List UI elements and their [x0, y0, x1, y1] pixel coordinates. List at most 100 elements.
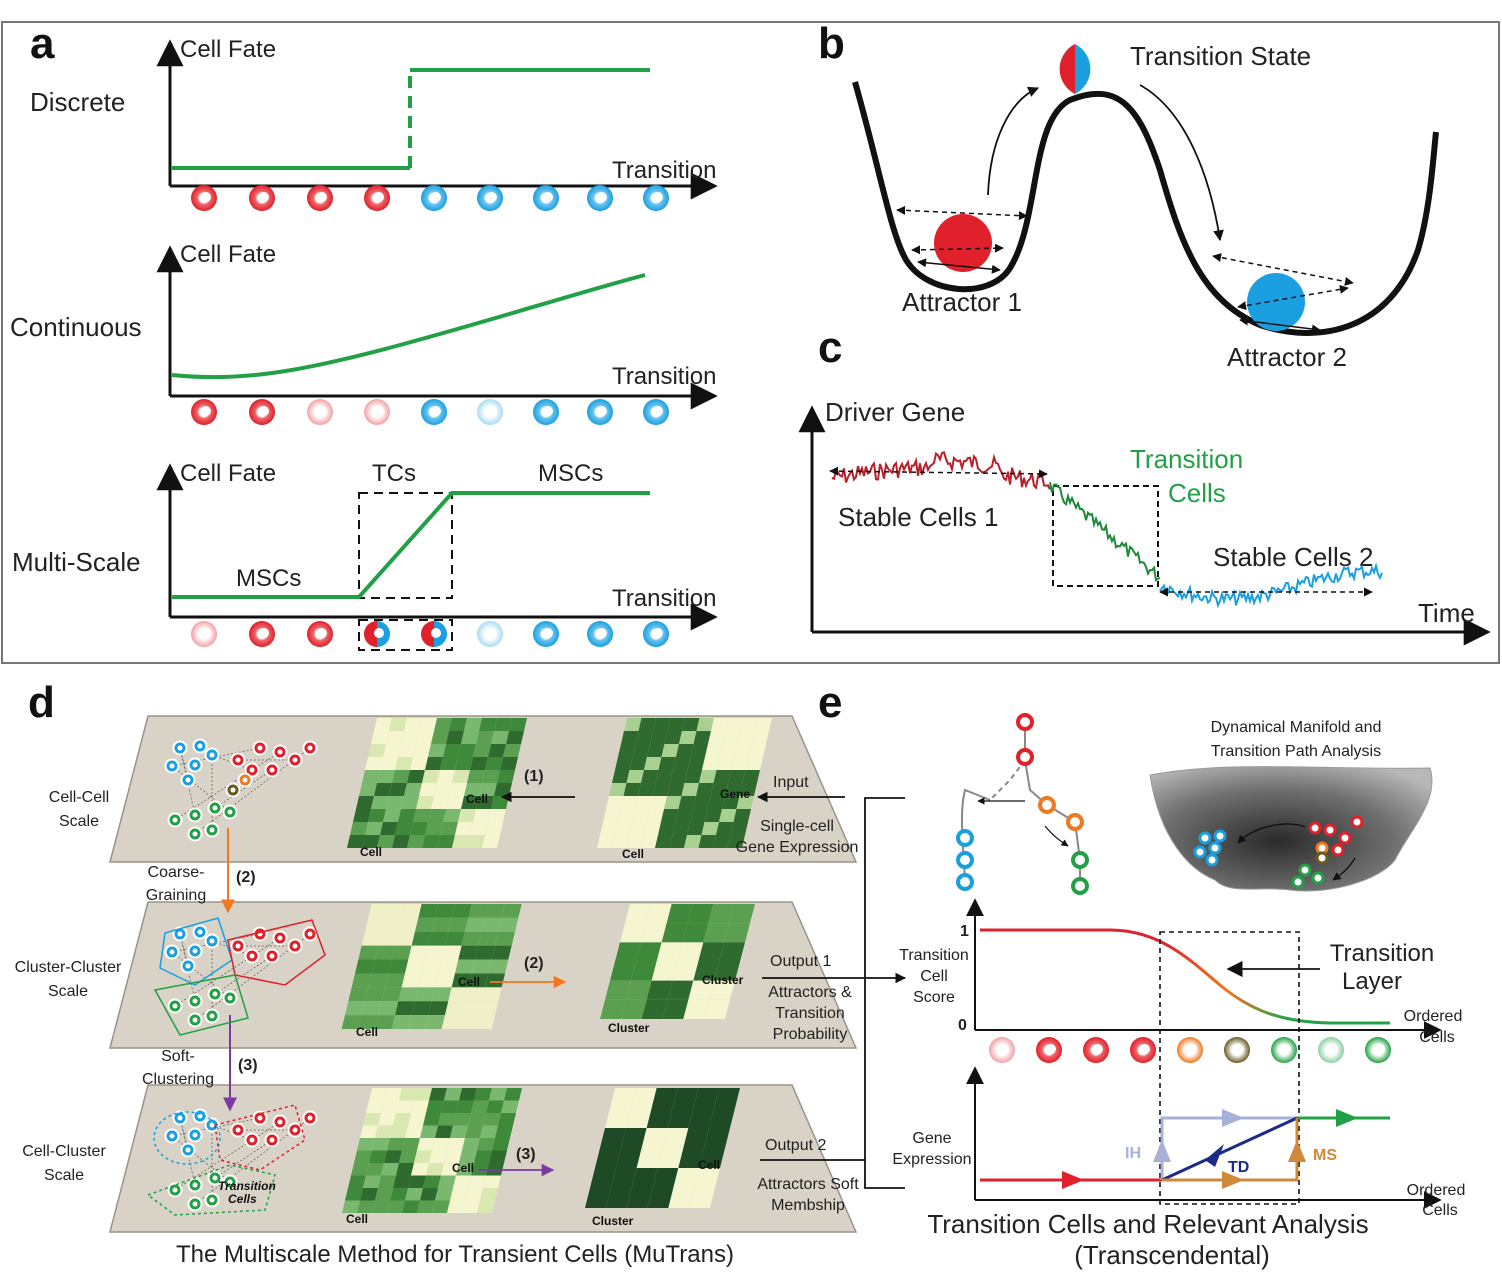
heat-label-cell: Cell [622, 847, 644, 861]
scale-label-2a: Cluster-Cluster [15, 959, 122, 976]
energy-landscape [852, 81, 1439, 336]
manifold-cell [1315, 851, 1329, 865]
coarse-label-b: Graining [146, 887, 206, 904]
soft-outline-blue [153, 1111, 221, 1165]
attractor1-label: Attractor 1 [902, 287, 1022, 317]
tree-node [1071, 877, 1089, 895]
x-label: Transition [612, 157, 716, 184]
panel-letter-d: d [28, 678, 55, 727]
manifold-surface: Dynamical Manifold and Transition Path A… [1149, 719, 1433, 892]
heatmap-gene-cell [597, 718, 772, 848]
manifold-cell [1311, 871, 1325, 885]
output2-sub-1: Attractors Soft [757, 1176, 859, 1193]
tree-node [956, 851, 974, 869]
manifold-cell [1213, 829, 1227, 843]
heat-label-cluster: Cluster [592, 1214, 634, 1228]
ordered-cells-1: Ordered [1404, 1008, 1463, 1025]
scale-label-1a: Cell-Cell [49, 789, 109, 806]
input-sub-1: Single-cell [760, 818, 834, 835]
ih-label: IH [1125, 1145, 1141, 1162]
tree-node [1038, 796, 1056, 814]
panel-b: b Transition State Attractor 1 Attractor… [818, 19, 1439, 372]
panel-e: e Dynamical Manifold and Transition Path… [818, 678, 1465, 1270]
panel-e-title-2: (Transcendental) [1074, 1240, 1270, 1270]
panel-letter-a: a [30, 19, 55, 68]
ms-label: MS [1313, 1147, 1337, 1164]
heatmap-cell-cell-3 [342, 1088, 522, 1213]
tcs-label: TCs [372, 460, 416, 487]
output2-label: Output 2 [765, 1137, 826, 1154]
soft-outline-red [214, 1104, 306, 1171]
row-title: Continuous [10, 312, 142, 342]
manifold-cell [1298, 863, 1312, 877]
transition-state-label: Transition State [1130, 41, 1311, 71]
score-label-2: Cell [920, 968, 948, 985]
heat-label-cell: Cell [356, 1025, 378, 1039]
output1-sub-3: Probability [773, 1026, 848, 1043]
panel-d: d Cell-Cell Scale Cluster-Cluster Scale … [15, 678, 907, 1268]
output2-sub-2: Membship [771, 1197, 845, 1214]
heatmap-cluster-cluster [600, 904, 755, 1019]
scale-label-2b: Scale [48, 983, 88, 1000]
cell-row [191, 185, 669, 211]
x-label-time: Time [1418, 598, 1475, 628]
cell-network [164, 738, 318, 842]
row-discrete: Cell Fate Transition Discrete [30, 36, 718, 211]
fate-curve [171, 273, 646, 380]
transition-state-ball [1059, 44, 1091, 94]
tree-node [956, 873, 974, 891]
step3-label: (3) [516, 1146, 536, 1163]
panel-letter-e: e [818, 678, 842, 727]
y-label: Cell Fate [180, 36, 276, 63]
manifold-cell [1291, 875, 1305, 889]
scale-label-1b: Scale [59, 813, 99, 830]
trace-transition [1049, 482, 1161, 583]
row-continuous: Cell Fate Transition Continuous [10, 241, 718, 425]
y-tick-0: 0 [958, 1017, 967, 1034]
output1-sub-1: Attractors & [768, 984, 852, 1001]
top-frame [1, 21, 1500, 664]
attractor2-label: Attractor 2 [1227, 342, 1347, 372]
heatmap-cell-cluster [585, 1088, 740, 1208]
manifold-cell [1193, 845, 1207, 859]
score-label-3: Score [913, 989, 955, 1006]
row-multiscale: Cell Fate Transition Multi-Scale TCs MSC… [12, 460, 718, 651]
gene-expression-chart: Gene Expression Ordered Cells IH TD MS [892, 1066, 1466, 1219]
input-sub-2: Gene Expression [736, 839, 859, 856]
scale-label-3b: Scale [44, 1167, 84, 1184]
cluster-outline-red [227, 919, 326, 986]
coarse-label-a: Coarse- [148, 864, 205, 881]
ordered-cells-1: Ordered [1407, 1182, 1466, 1199]
panel-a: a Cell Fate Transition Discrete Cell Fat… [10, 19, 718, 651]
ordered-cells-2: Cells [1419, 1029, 1455, 1046]
output1-label: Output 1 [770, 953, 831, 970]
attractor1-ball [934, 214, 992, 272]
ordered-cells-2: Cells [1422, 1202, 1458, 1219]
panel-letter-b: b [818, 19, 845, 68]
soft-label-a: Soft- [161, 1048, 195, 1065]
ordered-cell-row [989, 1037, 1391, 1063]
cluster-network [164, 924, 318, 1028]
manifold-cell [1338, 831, 1352, 845]
tree-node [1066, 813, 1084, 831]
heatmap-cell-cell-2 [341, 904, 522, 1029]
tree-node [1016, 713, 1034, 731]
x-label: Transition [612, 363, 716, 390]
step2-label: (2) [524, 955, 544, 972]
cell-row [191, 399, 669, 425]
cluster-outline-green [153, 974, 249, 1036]
heat-label-cell: Cell [346, 1212, 368, 1226]
layer-label-1: Transition [1330, 940, 1434, 967]
transition-cells-label-1: Transition [1130, 444, 1243, 474]
layer-label-2: Layer [1342, 968, 1402, 995]
manifold-cell [1198, 831, 1212, 845]
y-label: Cell Fate [180, 460, 276, 487]
manifold-title-1: Dynamical Manifold and [1211, 719, 1382, 736]
row-title: Multi-Scale [12, 547, 141, 577]
manifold-title-2: Transition Path Analysis [1211, 743, 1381, 760]
transition-cells-label-2: Cells [1168, 478, 1226, 508]
cell-row [191, 621, 669, 647]
trace-stable1 [831, 451, 1051, 490]
scale-label-3a: Cell-Cluster [22, 1143, 106, 1160]
